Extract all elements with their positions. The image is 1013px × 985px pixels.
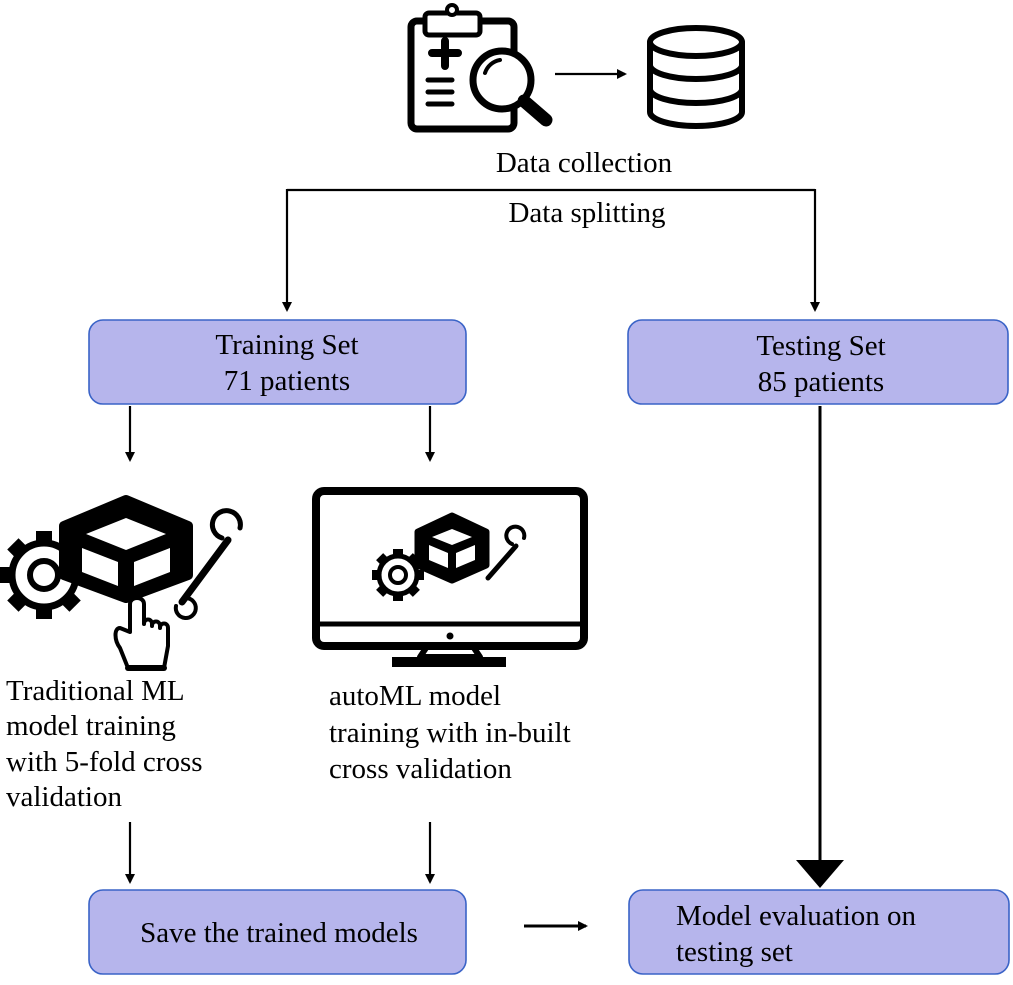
traditional-ml-line-4: validation [6, 781, 122, 813]
cube-gear-wrench-hand-icon [0, 495, 243, 671]
automl-line-2: training with in-built [329, 717, 571, 749]
data-splitting-label: Data splitting [508, 197, 665, 229]
model-evaluation-line-2: testing set [676, 936, 793, 968]
data-collection-label: Data collection [496, 147, 673, 179]
monitor-cube-gear-wrench-icon [312, 487, 588, 667]
traditional-ml-line-3: with 5-fold cross [6, 746, 203, 778]
testing-set-box: Testing Set 85 patients [627, 319, 1009, 405]
arrow-testing-to-evaluation [796, 406, 844, 888]
save-models-box: Save the trained models [88, 889, 467, 975]
automl-text: autoML model training with in-built cros… [329, 680, 571, 785]
automl-line-1: autoML model [329, 680, 501, 712]
save-models-label: Save the trained models [140, 917, 418, 949]
database-icon [647, 25, 745, 129]
training-set-box: Training Set 71 patients [88, 319, 467, 405]
medical-clipboard-magnifier-icon [407, 3, 553, 133]
training-set-count: 71 patients [224, 365, 350, 397]
traditional-ml-text: Traditional ML model training with 5-fol… [6, 675, 203, 813]
model-evaluation-line-1: Model evaluation on [676, 900, 917, 932]
traditional-ml-line-1: Traditional ML [6, 675, 185, 707]
automl-line-3: cross validation [329, 753, 512, 785]
testing-set-title: Testing Set [756, 330, 885, 362]
model-evaluation-box: Model evaluation on testing set [628, 889, 1010, 975]
testing-set-count: 85 patients [758, 366, 884, 398]
training-set-title: Training Set [215, 329, 358, 361]
traditional-ml-line-2: model training [6, 710, 176, 742]
split-connector [282, 188, 820, 312]
